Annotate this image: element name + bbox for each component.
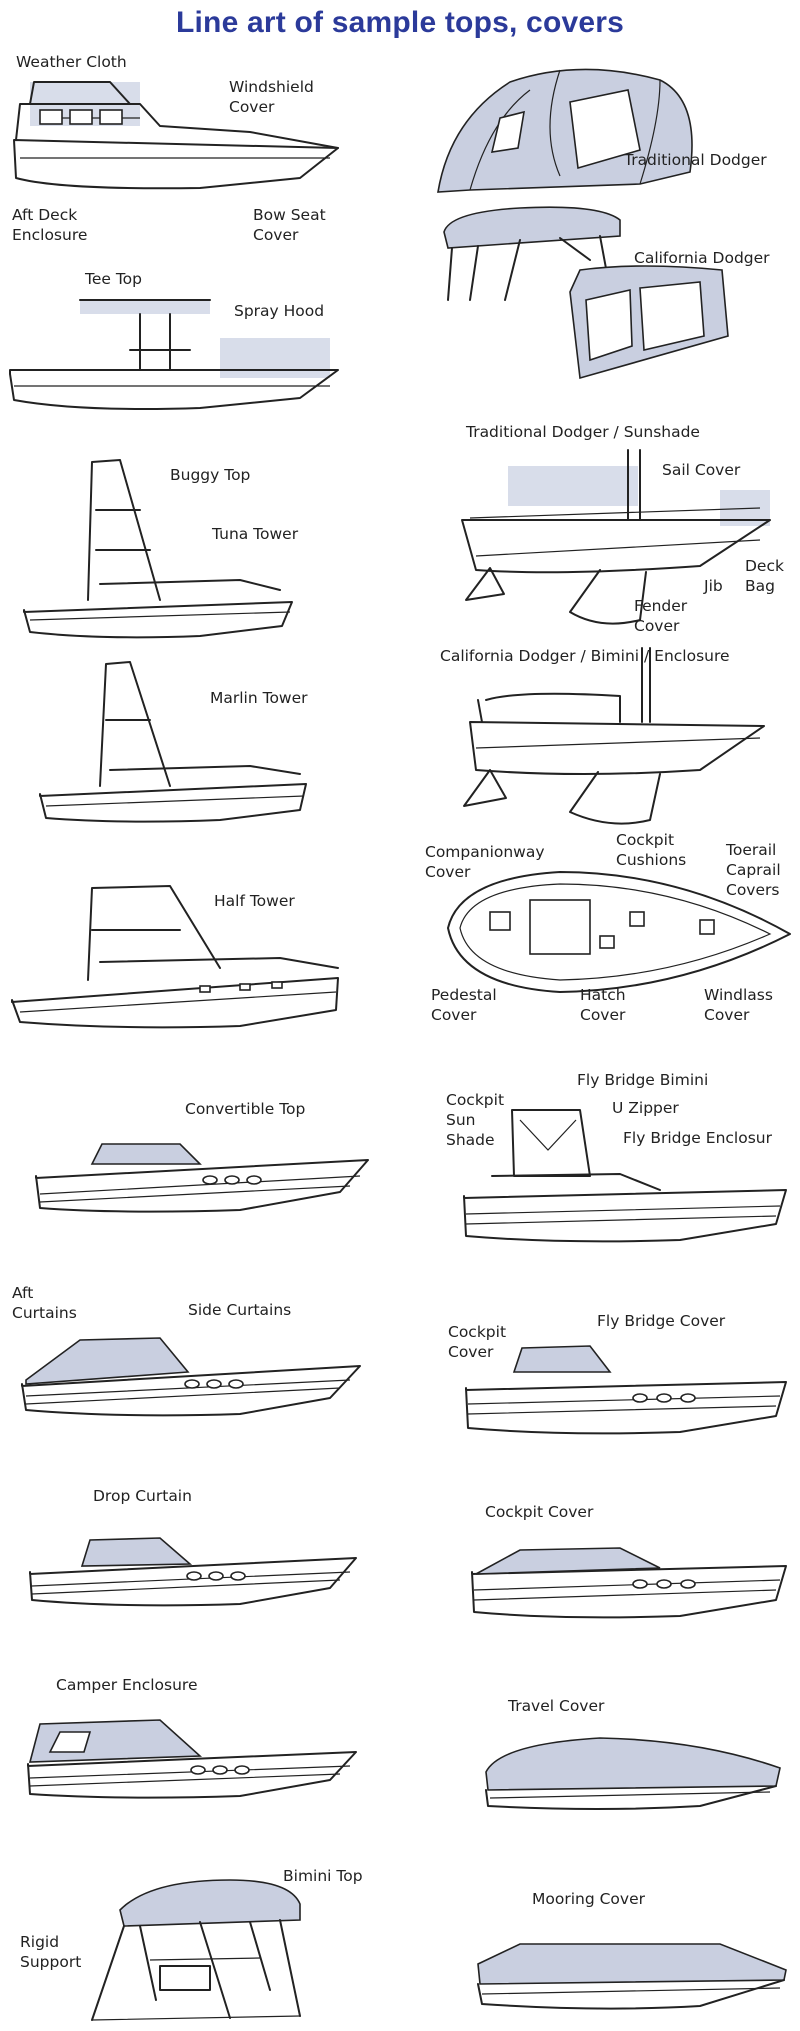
label-spray-hood: Spray Hood: [234, 302, 325, 320]
marlin-tower-boat-drawing: [39, 661, 307, 823]
label-aft-deck-enclosure: Aft Deck Enclosure: [12, 206, 88, 244]
label-mooring-cover: Mooring Cover: [532, 1890, 645, 1908]
label-cockpit-cushions: Cockpit Cushions: [616, 831, 687, 869]
label-tuna-tower: Tuna Tower: [212, 525, 299, 543]
sailboat-bimini-drawing: [463, 647, 765, 825]
label-fly-bridge-bimini: Fly Bridge Bimini: [577, 1071, 709, 1089]
label-convertible-top: Convertible Top: [185, 1100, 306, 1118]
camper-enclosure-boat-drawing: [27, 1719, 357, 1799]
label-fly-bridge-enclosure: Fly Bridge Enclosur: [623, 1129, 772, 1147]
label-fender-cover: Fender Cover: [634, 597, 688, 635]
label-tee-top: Tee Top: [85, 270, 142, 288]
label-u-zipper: U Zipper: [612, 1099, 679, 1117]
label-toerail-caprail-covers: Toerail Caprail Covers: [726, 841, 781, 899]
label-rigid-support: Rigid Support: [20, 1933, 82, 1971]
label-traditional-dodger-sunshade: Traditional Dodger / Sunshade: [466, 423, 700, 441]
label-windshield-cover: Windshield Cover: [229, 78, 314, 116]
motor-yacht-drawing: [13, 81, 339, 190]
label-buggy-top: Buggy Top: [170, 466, 251, 484]
label-california-dodger-bimini-enclosure: California Dodger / Bimini / Enclosure: [440, 647, 730, 665]
page-title: Line art of sample tops, covers: [176, 6, 624, 39]
label-fly-bridge-cover: Fly Bridge Cover: [597, 1312, 726, 1330]
tuna-tower-boat-drawing: [23, 459, 293, 639]
half-tower-boat-drawing: [11, 885, 339, 1029]
label-pedestal-cover: Pedestal Cover: [431, 986, 497, 1024]
sailboat-deck-plan-drawing: [447, 871, 791, 993]
label-travel-cover: Travel Cover: [508, 1697, 605, 1715]
label-camper-enclosure: Camper Enclosure: [56, 1676, 198, 1694]
label-cockpit-sun-shade: Cockpit Sun Shade: [446, 1091, 505, 1149]
fly-bridge-cover-drawing: [465, 1345, 787, 1435]
label-companionway-cover: Companionway Cover: [425, 843, 545, 881]
cockpit-cover-boat-drawing: [471, 1547, 787, 1619]
traditional-dodger-drawing: [437, 68, 693, 193]
label-cockpit-cover-2: Cockpit Cover: [485, 1503, 594, 1521]
fly-bridge-bimini-drawing: [463, 1109, 787, 1243]
sailboat-sunshade-drawing: [461, 449, 771, 625]
label-drop-curtain: Drop Curtain: [93, 1487, 192, 1505]
label-deck-bag: Deck Bag: [745, 557, 784, 595]
mooring-cover-boat-drawing: [477, 1943, 787, 2010]
label-hatch-cover: Hatch Cover: [580, 986, 626, 1024]
convertible-top-boat-drawing: [35, 1143, 369, 1213]
label-sail-cover: Sail Cover: [662, 461, 741, 479]
label-california-dodger: California Dodger: [634, 249, 770, 267]
label-jib: Jib: [704, 577, 723, 595]
bimini-top-drawing: [91, 1879, 301, 2021]
tee-top-boat-drawing: [9, 299, 339, 410]
label-bow-seat-cover: Bow Seat Cover: [253, 206, 326, 244]
travel-cover-boat-drawing: [485, 1737, 781, 1810]
label-windlass-cover: Windlass Cover: [704, 986, 773, 1024]
side-curtains-boat-drawing: [21, 1337, 361, 1417]
california-dodger-drawing: [443, 206, 729, 380]
label-aft-curtains: Aft Curtains: [12, 1284, 77, 1322]
label-side-curtains: Side Curtains: [188, 1301, 292, 1319]
label-weather-cloth: Weather Cloth: [16, 53, 127, 71]
label-traditional-dodger: Traditional Dodger: [624, 151, 767, 169]
label-half-tower: Half Tower: [214, 892, 295, 910]
drop-curtain-boat-drawing: [29, 1537, 357, 1607]
label-cockpit-cover-1: Cockpit Cover: [448, 1323, 507, 1361]
label-marlin-tower: Marlin Tower: [210, 689, 308, 707]
label-bimini-top: Bimini Top: [283, 1867, 363, 1885]
